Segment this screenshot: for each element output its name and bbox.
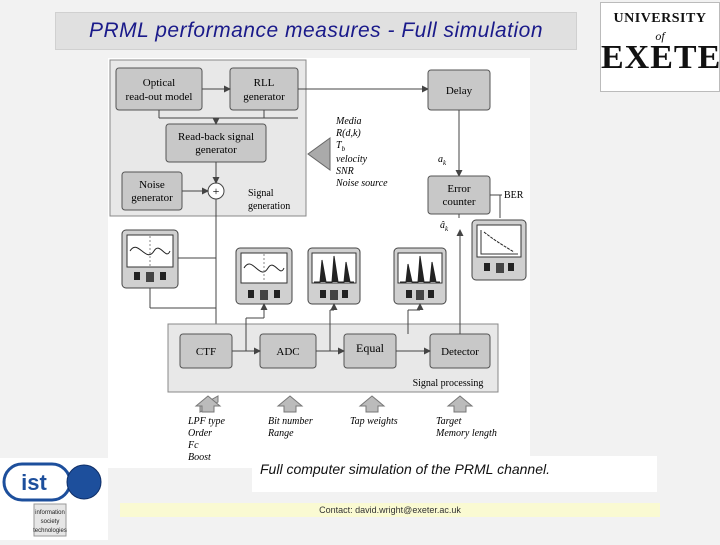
input-ctf-line1: LPF type [187, 416, 225, 427]
input-ctf-line3: Fc [187, 440, 199, 451]
input-adc-line1: Bit number [268, 416, 313, 427]
error-counter-block [427, 175, 491, 215]
detector-label: Detector [441, 346, 479, 358]
media-params-arrow [307, 137, 331, 171]
input-arrow-ctf [194, 395, 222, 413]
noise-label-1: Noise [139, 179, 165, 191]
readback-label-2: generator [195, 144, 237, 156]
ist-line-technologies: technologies [33, 528, 67, 534]
noise-label-2: generator [131, 192, 173, 204]
logo-line-university: UNIVERSITY [613, 11, 707, 26]
slide-title: PRML performance measures - Full simulat… [55, 12, 577, 50]
contact-line[interactable]: Contact: david.wright@exeter.ac.uk [120, 503, 660, 517]
optical-label-1: Optical [143, 77, 175, 89]
input-ctf-line2: Order [188, 428, 212, 439]
logo-line-exeter: EXETER [601, 39, 720, 76]
ist-line-information: information [35, 510, 65, 516]
input-ctf-line4: Boost [188, 452, 211, 463]
ist-mark: ist [21, 470, 47, 495]
rll-label-1: RLL [254, 77, 275, 89]
summation-symbol: + [213, 184, 220, 198]
delay-label: Delay [446, 85, 473, 97]
rll-generator-block [229, 67, 299, 111]
rll-label-2: generator [243, 91, 285, 103]
diagram-canvas: Optical read-out model RLL generator Rea… [109, 59, 527, 463]
ctf-label: CTF [196, 346, 216, 358]
input-arrow-adc [276, 395, 304, 413]
scope-spectrum-equal [393, 247, 447, 305]
error-label-1: Error [447, 183, 471, 195]
readback-generator-block [165, 123, 267, 163]
media-param-media: Media [335, 116, 362, 127]
signal-processing-label: Signal processing [413, 378, 484, 389]
input-adc-line2: Range [267, 428, 294, 439]
media-param-velocity: velocity [336, 154, 368, 165]
input-equal-line1: Tap weights [350, 416, 398, 427]
media-param-rdk: R(d,k) [335, 128, 361, 139]
scope-ber-curve [471, 219, 527, 281]
error-label-2: counter [443, 196, 476, 208]
media-param-noise-source: Noise source [335, 178, 388, 189]
equal-label: Equal [356, 341, 385, 355]
optical-label-2: read-out model [126, 91, 193, 103]
scope-waveform [235, 247, 293, 305]
adc-label: ADC [276, 346, 299, 358]
media-param-tb: Tb [336, 140, 346, 153]
readback-label-1: Read-back signal [178, 131, 254, 143]
logo-line-of: of [655, 29, 665, 43]
scope-spectrum-adc [307, 247, 361, 305]
university-of-exeter-logo: UNIVERSITY of EXETER [600, 2, 720, 92]
signal-generation-label-2: generation [248, 201, 290, 212]
prml-simulation-diagram: Optical read-out model RLL generator Rea… [108, 58, 530, 468]
scope-eye-diagram [121, 229, 179, 289]
ber-label: BER [504, 190, 524, 201]
ist-logo-graphic: ist information society technologies [2, 462, 102, 537]
noise-generator-block [121, 171, 183, 211]
media-param-snr: SNR [336, 166, 354, 177]
ak-label: ak [438, 154, 447, 167]
input-arrow-equal [358, 395, 386, 413]
input-detector-line1: Target [436, 416, 462, 427]
ak-hat-label: âk [440, 220, 449, 233]
slide-caption: Full computer simulation of the PRML cha… [252, 456, 657, 492]
ist-logo: ist information society technologies [0, 458, 108, 540]
signal-generation-label-1: Signal [248, 188, 274, 199]
input-arrow-detector [446, 395, 474, 413]
eu-globe-icon [66, 464, 102, 500]
input-detector-line2: Memory length [435, 428, 497, 439]
optical-readout-block [115, 67, 203, 111]
ist-line-society: society [41, 519, 60, 525]
